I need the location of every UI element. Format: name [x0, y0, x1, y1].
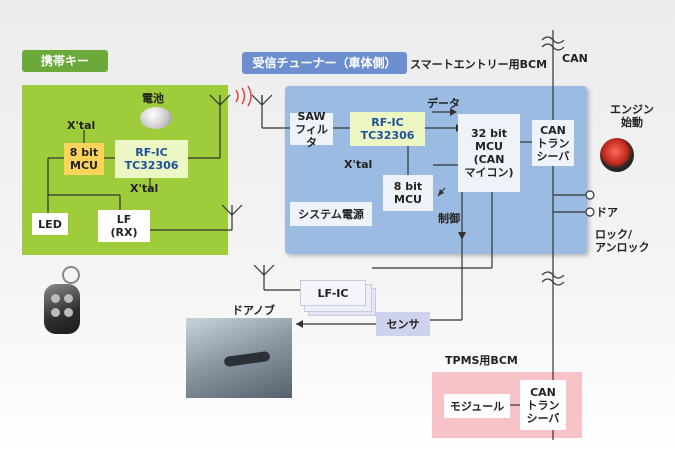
lf-rx-box: LF (RX) [98, 210, 150, 242]
key-rfic-box: RF-IC TC32306 [115, 140, 188, 178]
key-tag: 携帯キー [22, 50, 108, 72]
lfic-box: LF-IC [300, 280, 366, 306]
bcm-xtal-label: X'tal [344, 158, 373, 171]
battery-icon [140, 107, 172, 129]
bcm-panel [285, 86, 587, 254]
tpms-can-box: CAN トラン シーバ [520, 380, 566, 430]
tpms-title: TPMS用BCM [445, 354, 518, 367]
lock-unlock-label: ロック/ アンロック [595, 228, 650, 254]
bcm-tag: 受信チューナー（車体側） [242, 52, 407, 74]
saw-filter-box: SAW フィルタ [290, 110, 333, 149]
doorknob-photo [186, 318, 292, 398]
key-fob-icon [44, 284, 80, 334]
doorknob-label: ドアノブ [232, 304, 276, 317]
module-box: モジュール [444, 394, 510, 418]
engine-start-button-icon [600, 138, 634, 172]
can-transceiver-box: CAN トラン シーバ [532, 120, 574, 166]
engine-start-label: エンジン 始動 [610, 103, 654, 129]
control-label: 制御 [438, 212, 460, 225]
bcm-title: スマートエントリー用BCM [410, 58, 548, 71]
xtal-top-label: X'tal [67, 119, 96, 132]
mcu32-box: 32 bit MCU (CAN マイコン) [458, 114, 520, 192]
door-label: ドア [596, 206, 618, 219]
xtal-bottom-label: X'tal [130, 182, 159, 195]
sensor-box: センサ [376, 312, 430, 336]
key-mcu-box: 8 bit MCU [64, 143, 104, 175]
bcm-rfic-box: RF-IC TC32306 [350, 112, 425, 146]
bcm-mcu8-box: 8 bit MCU [383, 175, 433, 211]
data-label: データ [427, 97, 460, 110]
key-fob-ring-icon [62, 266, 80, 284]
system-power-box: システム電源 [290, 202, 372, 226]
battery-label: 電池 [142, 92, 164, 105]
led-box: LED [32, 213, 68, 235]
can-bus-label: CAN [562, 52, 588, 65]
